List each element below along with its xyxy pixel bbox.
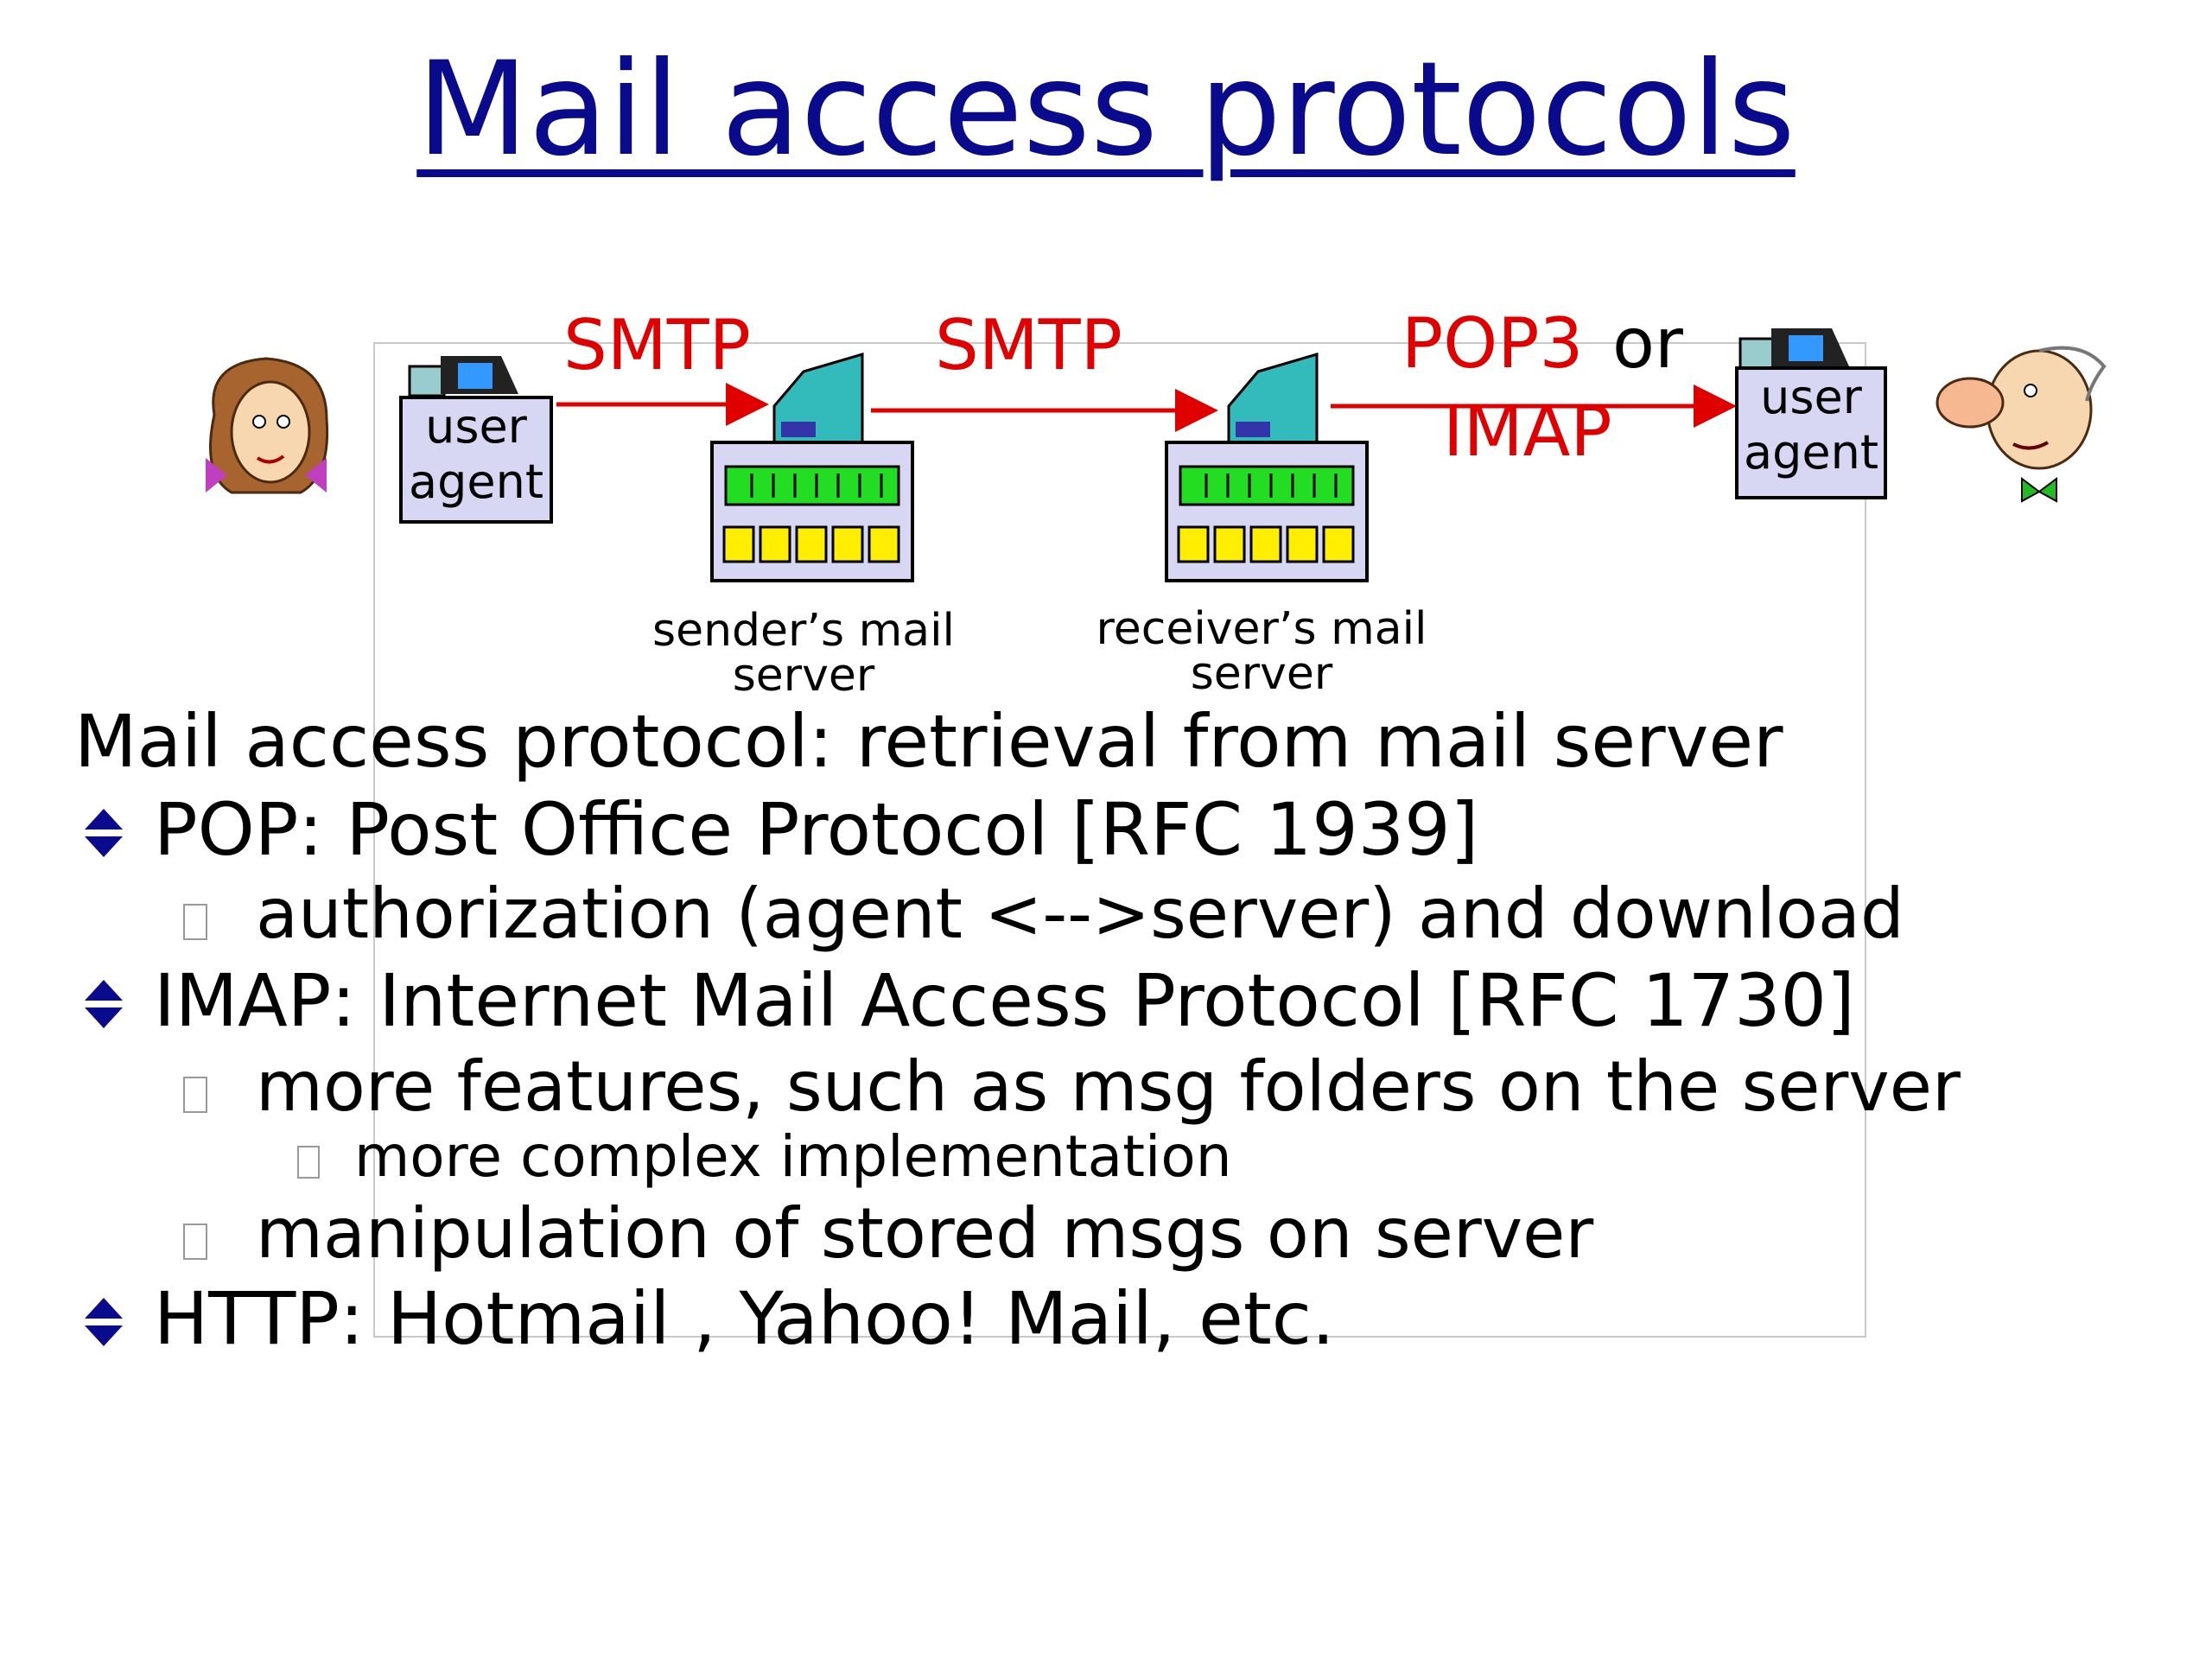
square-bullet-icon: [183, 904, 207, 940]
left-user-agent-line2: agent: [409, 454, 543, 509]
list-item-imap: IMAP: Internet Mail Access Protocol [RFC…: [154, 958, 1855, 1043]
protocol-label-imap: IMAP: [1443, 391, 1612, 472]
list-item-imap-complex: more complex implementation: [354, 1123, 1232, 1190]
right-user-agent-line2: agent: [1744, 425, 1878, 480]
receiver-mail-server-icon: [1165, 352, 1369, 582]
list-item-imap-features: more features, such as msg folders on th…: [256, 1046, 1961, 1127]
diamond-bullet-icon: [85, 980, 123, 1028]
protocol-label-pop3: POP3: [1402, 303, 1584, 384]
heading-line: Mail access protocol: retrieval from mai…: [74, 699, 1783, 784]
list-item-http: HTTP: Hotmail , Yahoo! Mail, etc.: [154, 1276, 1335, 1361]
slide-title: Mail access protocols: [416, 35, 1796, 185]
left-computer-icon: [408, 356, 518, 397]
left-user-agent-line1: user: [425, 399, 527, 454]
right-computer-icon: [1738, 328, 1849, 370]
square-bullet-icon: [183, 1077, 207, 1113]
square-bullet-icon: [183, 1224, 207, 1260]
mail-flow-diagram: user agent SMTP SMTP POP3 or IMAP se: [0, 0, 2212, 743]
sender-person-icon: [206, 357, 329, 494]
left-user-agent-box: user agent: [399, 396, 553, 524]
right-user-agent-line1: user: [1760, 370, 1862, 424]
diamond-bullet-icon: [85, 809, 123, 857]
arrows: [556, 383, 1737, 432]
list-item-imap-manipulation: manipulation of stored msgs on server: [256, 1193, 1594, 1274]
receiver-person-icon: [1936, 346, 2107, 503]
square-bullet-icon: [297, 1146, 320, 1179]
sender-server-label: sender’s mail server: [652, 605, 955, 702]
embedded-frame: [373, 342, 1866, 1338]
right-user-agent-box: user agent: [1735, 366, 1887, 499]
diamond-bullet-icon: [85, 1298, 123, 1346]
sender-mail-server-icon: [710, 352, 914, 582]
list-item-pop-detail: authorization (agent <-->server) and dow…: [256, 874, 1904, 954]
protocol-label-or: or: [1612, 303, 1683, 384]
list-item-pop: POP: Post Office Protocol [RFC 1939]: [154, 787, 1479, 872]
protocol-label-smtp-2: SMTP: [935, 305, 1122, 385]
receiver-server-label: receiver’s mail server: [1096, 603, 1427, 700]
protocol-label-smtp-1: SMTP: [563, 305, 751, 385]
